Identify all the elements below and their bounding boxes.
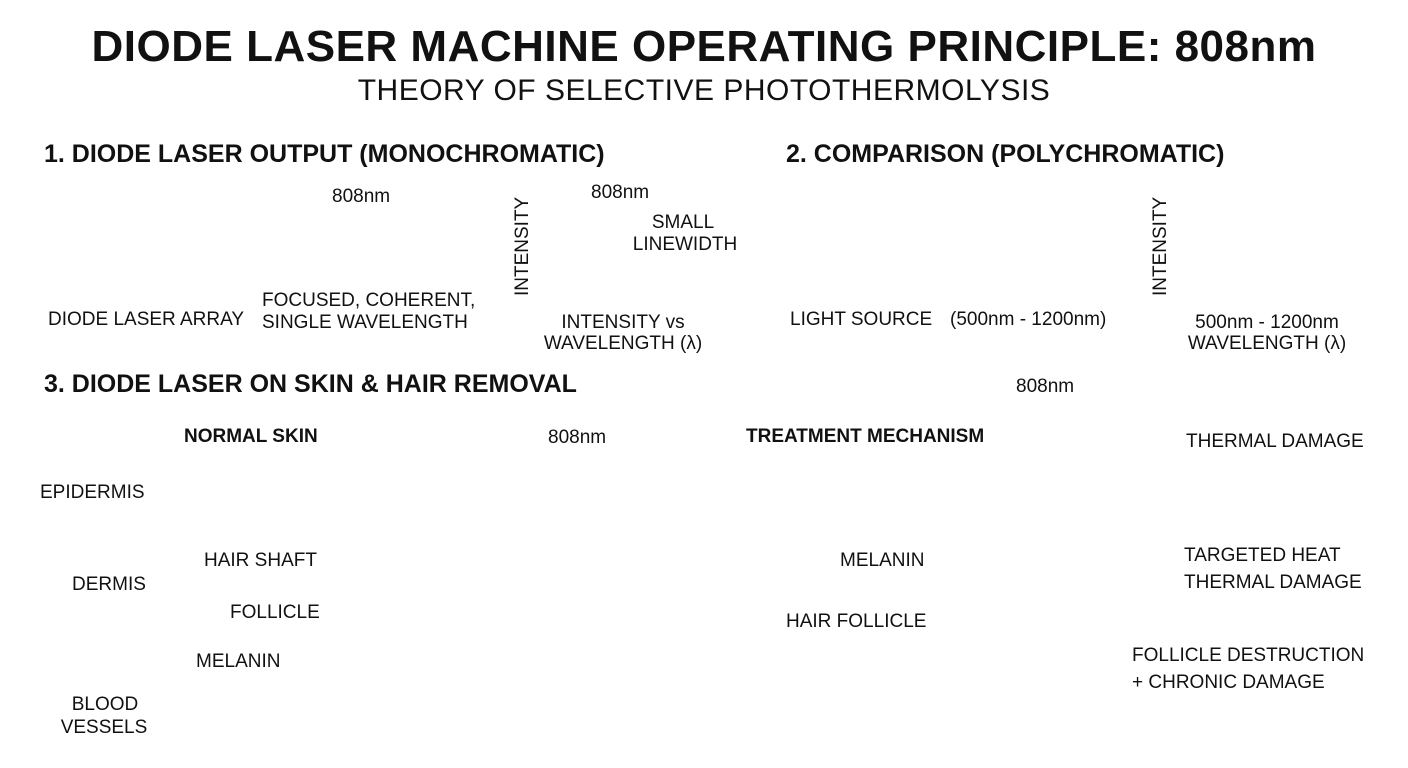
targeted-heat-line1: TARGETED HEAT [1184, 545, 1341, 566]
spectrum-range-label: (500nm - 1200nm) [950, 309, 1107, 330]
polychromatic-beam [880, 184, 1136, 306]
diode-chip-icon [50, 188, 192, 296]
page-subtitle: THEORY OF SELECTIVE PHOTOTHERMOLYSIS [357, 74, 1051, 107]
normal-hair-follicle [360, 411, 563, 713]
graph2-ylabel: INTENSITY [1150, 196, 1171, 296]
page-title: DIODE LASER MACHINE OPERATING PRINCIPLE:… [91, 22, 1317, 71]
treatment-beam-label: 808nm [1016, 376, 1075, 397]
flame-icon [1148, 408, 1184, 458]
diode-array-label: DIODE LASER ARRAY [48, 309, 245, 330]
light-bulb-icon [802, 182, 902, 288]
section2-heading: 2. COMPARISON (POLYCHROMATIC) [786, 140, 1225, 168]
graph1-xlabel-line2: WAVELENGTH (λ) [543, 333, 703, 354]
follicle-label: FOLLICLE [230, 602, 320, 623]
arrow-icon [358, 264, 366, 286]
normal-skin-title: NORMAL SKIN [184, 426, 318, 447]
thermal-damage-label: THERMAL DAMAGE [1186, 431, 1364, 452]
beam-note-line2: SINGLE WAVELENGTH [262, 312, 468, 333]
flame-icon [1146, 548, 1182, 598]
epidermis-label: EPIDERMIS [40, 482, 145, 503]
destruction-line2: + CHRONIC DAMAGE [1132, 672, 1325, 693]
normal-melanin-label: MELANIN [196, 651, 281, 672]
beam-wavelength-label: 808nm [332, 186, 391, 207]
heat-zone [950, 480, 1110, 720]
dermis-label: DERMIS [72, 574, 146, 595]
section1-heading: 1. DIODE LASER OUTPUT (MONOCHROMATIC) [44, 140, 605, 168]
treatment-beam-column [1012, 396, 1078, 516]
targeted-heat-line2: THERMAL DAMAGE [1184, 572, 1362, 593]
graph1-note-line2: LINEWIDTH [632, 234, 738, 255]
treatment-leader-lines [934, 435, 1176, 663]
graph2-axes [1169, 180, 1368, 307]
graph1-xlabel-line1: INTENSITY vs [561, 312, 685, 333]
graph2-broad-spectrum [1178, 196, 1356, 300]
laser-beam [176, 196, 500, 292]
treatment-melanin-label: MELANIN [840, 550, 925, 571]
section3-heading: 3. DIODE LASER ON SKIN & HAIR REMOVAL [44, 370, 577, 398]
treatment-down-arrow [1028, 400, 1062, 470]
destruction-line1: FOLLICLE DESTRUCTION [1132, 645, 1365, 666]
normal-beam-label: 808nm [548, 427, 607, 448]
blood-label-line1: BLOOD [71, 694, 139, 715]
light-source-label: LIGHT SOURCE [790, 309, 933, 330]
laser-down-arrow [510, 414, 660, 694]
blood-label-line2: VESSELS [60, 717, 148, 738]
hair-follicle-label: HAIR FOLLICLE [786, 611, 927, 632]
beam-note-line1: FOCUSED, COHERENT, [262, 290, 476, 311]
graph2-xlabel-line1: 500nm - 1200nm [1195, 312, 1339, 333]
treatment-skin-cross-section [745, 465, 1371, 744]
graph2-xlabel-line2: WAVELENGTH (λ) [1187, 333, 1347, 354]
graph1-peak-label: 808nm [591, 182, 650, 203]
graph1-note-line1: SMALL [651, 212, 715, 233]
treatment-title: TREATMENT MECHANISM [746, 426, 985, 447]
graph1-ylabel: INTENSITY [512, 196, 533, 296]
hair-shaft-label: HAIR SHAFT [204, 550, 317, 571]
